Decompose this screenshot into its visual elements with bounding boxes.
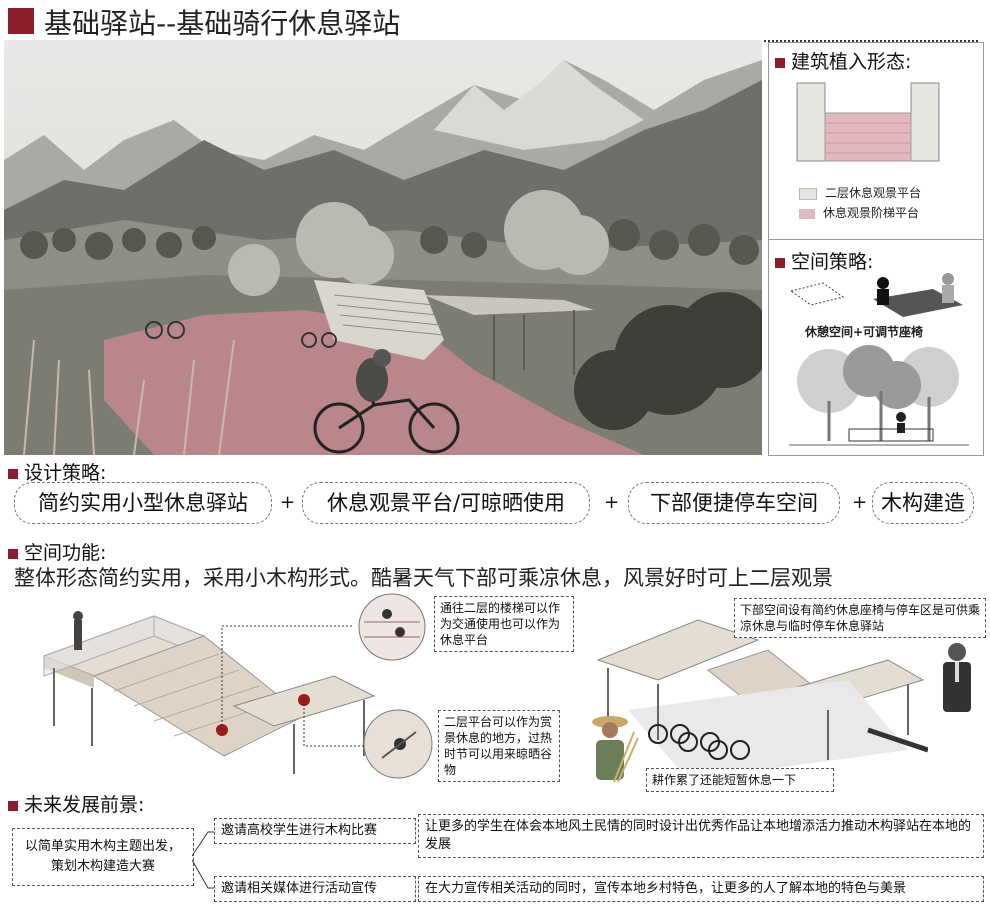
side-divider <box>769 239 983 240</box>
under-note: 下部空间设有简约休息座椅与停车区是可供乘凉休息与临时停车休息驿站 <box>734 598 986 638</box>
future-root: 以简单实用木构主题出发，策划木构建造大赛 <box>12 828 194 886</box>
form-heading-text: 建筑植入形态: <box>791 51 912 73</box>
legend-item: 二层休息观景平台 <box>799 183 921 203</box>
future-branch-detail: 在大力宣传相关活动的同时，宣传本地乡村特色，让更多的人了解本地的特色与美景 <box>418 876 984 902</box>
strategy-pill: 木构建造 <box>872 482 974 524</box>
title-marker <box>8 8 34 34</box>
platform-note: 二层平台可以作为赏景休息的地方，过热时节可以用来晾晒谷物 <box>438 710 560 782</box>
shade-tree-diagram <box>789 345 969 446</box>
strategy-heading-marker <box>775 257 785 268</box>
page-title: 基础驿站--基础骑行休息驿站 <box>44 7 401 40</box>
space-function-heading: 空间功能: <box>8 538 106 565</box>
strategy-caption: 休憩空间+可调节座椅 <box>805 325 924 339</box>
legend-swatch-steps <box>799 208 815 219</box>
space-function-text: 整体形态简约实用，采用小木构形式。酷暑天气下部可乘凉休息，风景好时可上二层观景 <box>14 566 833 590</box>
future-heading-text: 未来发展前景: <box>24 794 145 816</box>
legend-label: 休息观景阶梯平台 <box>823 206 920 220</box>
plus-sign: + <box>280 492 296 513</box>
future-marker <box>8 800 18 811</box>
person-suit-icon <box>943 643 971 712</box>
legend-item: 休息观景阶梯平台 <box>799 203 921 223</box>
farmer-note: 耕作累了还能短暂休息一下 <box>646 768 834 792</box>
form-heading: 建筑植入形态: <box>775 47 911 74</box>
design-strategy-heading-text: 设计策略: <box>24 462 107 484</box>
strategy-heading-text: 空间策略: <box>791 251 874 273</box>
strategy-heading: 空间策略: <box>775 247 873 274</box>
right-axonometric <box>596 619 928 780</box>
future-branch-label: 邀请高校学生进行木构比赛 <box>214 818 416 844</box>
left-axonometric <box>42 611 414 774</box>
form-legend: 二层休息观景平台 休息观景阶梯平台 <box>799 183 921 223</box>
page-title-bar: 基础驿站--基础骑行休息驿站 <box>8 4 978 42</box>
plus-sign: + <box>604 492 620 513</box>
strategy-pill: 下部便捷停车空间 <box>628 482 840 524</box>
grain-detail-icon <box>363 709 433 779</box>
design-strategy-marker <box>8 468 18 479</box>
future-branch-detail: 让更多的学生在体会本地风土民情的同时设计出优秀作品让本地增添活力推动木构驿站在本… <box>418 814 984 858</box>
design-strategy-heading: 设计策略: <box>8 458 106 485</box>
space-function-marker <box>8 548 18 559</box>
landscape-illustration <box>4 40 762 455</box>
strategy-pill: 简约实用小型休息驿站 <box>14 482 272 524</box>
seat-diagram <box>789 273 963 317</box>
side-panel: 建筑植入形态: 二层休息观景平台 休息观景阶梯平台 空间策略: 休憩空间+可调节… <box>768 42 984 456</box>
legend-label: 二层休息观景平台 <box>825 186 922 200</box>
form-heading-marker <box>775 57 785 68</box>
future-heading: 未来发展前景: <box>8 790 144 817</box>
legend-swatch-platform <box>799 187 817 200</box>
plus-sign: + <box>852 492 868 513</box>
space-function-heading-text: 空间功能: <box>24 542 107 564</box>
stair-detail-icon <box>358 593 426 661</box>
building-plan-diagram <box>796 82 940 162</box>
future-branch-label: 邀请相关媒体进行活动宣传 <box>214 876 416 902</box>
stairs-note: 通往二层的楼梯可以作为交通使用也可以作为休息平台 <box>434 596 574 652</box>
hero-rendering <box>4 40 762 455</box>
farmer-icon <box>592 716 639 783</box>
strategy-pill: 休息观景平台/可晾晒使用 <box>302 482 590 524</box>
